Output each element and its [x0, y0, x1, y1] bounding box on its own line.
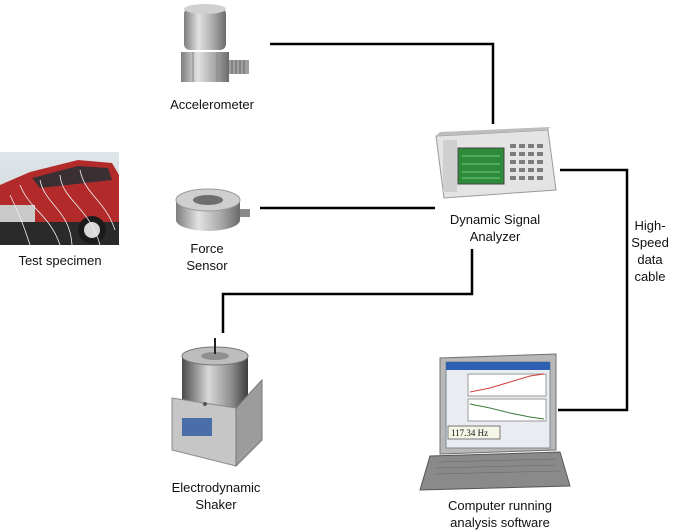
- accelerometer-to-analyzer-line: [270, 42, 495, 124]
- analyzer-to-shaker-line: [221, 249, 474, 333]
- shaker-label-line1: Electrodynamic: [171, 480, 261, 495]
- shaker-label: Electrodynamic Shaker: [160, 479, 272, 513]
- accelerometer-icon: [181, 4, 249, 82]
- computer-label: Computer running analysis software: [430, 497, 570, 531]
- analyzer-label: Dynamic Signal Analyzer: [430, 211, 560, 245]
- computer-label-line2: analysis software: [450, 515, 550, 530]
- data-cable-label: High- Speed data cable: [628, 217, 672, 285]
- computer-label-line1: Computer running: [447, 498, 553, 513]
- laptop-icon: 117.34 Hz: [419, 353, 571, 491]
- high-speed-data-cable-line: [558, 168, 629, 412]
- force-sensor-label-line1: Force: [190, 241, 224, 256]
- force-sensor-icon: [175, 188, 250, 231]
- data-cable-label-line3: data: [637, 252, 663, 267]
- shaker-label-line2: Shaker: [195, 497, 237, 512]
- connector-lines: [221, 42, 629, 412]
- laptop-frequency-readout: 117.34 Hz: [451, 428, 488, 438]
- data-cable-label-line2: Speed: [631, 235, 669, 250]
- car-photo: [0, 152, 119, 246]
- data-cable-label-line4: cable: [634, 269, 666, 284]
- force-sensor-label-line2: Sensor: [186, 258, 228, 273]
- accelerometer-label: Accelerometer: [170, 97, 254, 112]
- signal-analyzer-icon: [435, 127, 557, 199]
- shaker-icon: [171, 338, 263, 468]
- test-specimen-label: Test specimen: [18, 253, 102, 268]
- force-sensor-label: Force Sensor: [172, 240, 242, 274]
- data-cable-label-line1: High-: [634, 218, 666, 233]
- analyzer-label-line2: Analyzer: [469, 229, 521, 244]
- analyzer-label-line1: Dynamic Signal: [449, 212, 541, 227]
